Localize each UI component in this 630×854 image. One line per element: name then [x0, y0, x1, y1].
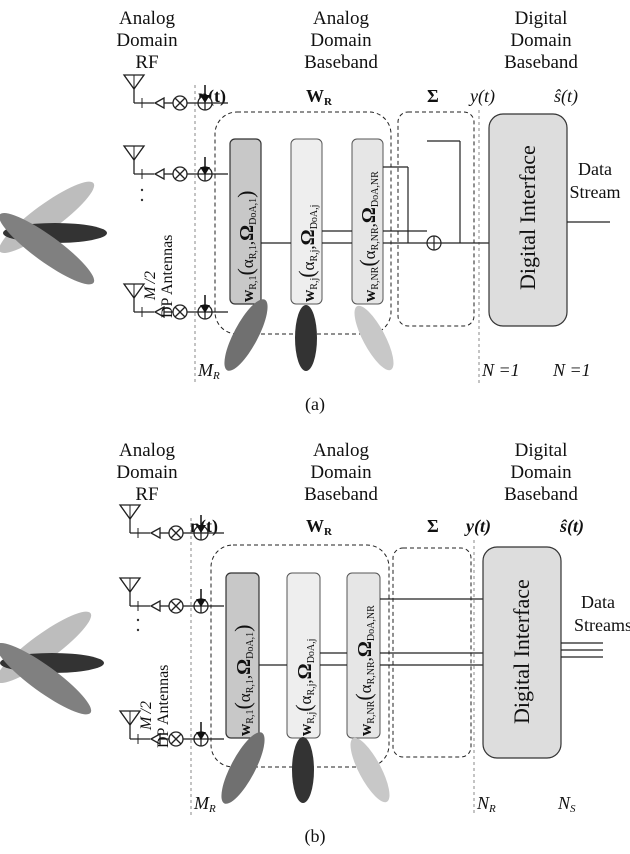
ellipsis-dot: [136, 618, 140, 622]
streams-label: Streams: [574, 615, 630, 635]
beam-lobe-j: [292, 737, 314, 803]
estimate-label: ŝ(t): [554, 86, 578, 107]
output-label: y(t): [464, 516, 491, 537]
stream-label: Stream: [570, 182, 621, 202]
ns-label: N =1: [552, 360, 591, 380]
beam-lobe-nr: [354, 305, 394, 371]
beamformer-weight-j: wR,j(αR,j,ΩDoA,j: [294, 205, 320, 302]
antenna-icon: [123, 145, 229, 182]
header-analog-rf: Analog Domain RF: [116, 8, 178, 73]
beamformer-weight-1: wR,1(αR,1,ΩDoA,1): [233, 191, 259, 302]
weights-label: WR: [306, 86, 333, 108]
antenna-icon: [119, 577, 225, 614]
header-line: Domain: [116, 462, 178, 483]
ellipsis-dot: [140, 188, 144, 192]
mr-label: MR: [193, 793, 216, 815]
estimate-label: ŝ(t): [559, 516, 584, 537]
digital-interface-label: Digital Interface: [515, 145, 540, 290]
panel-a: Analog Domain RF Analog Domain Baseband …: [0, 8, 621, 415]
beamformer-box-1: [229, 138, 262, 305]
nr-label: N =1: [481, 360, 520, 380]
header-line: RF: [135, 484, 158, 505]
beam-lobe-1: [221, 732, 265, 804]
antenna-count-label: M /2: [138, 701, 155, 731]
beamformer-weight-nr: wR,NR(αR,NR,ΩDoA,NR: [355, 171, 381, 302]
ellipsis-dot: [136, 628, 140, 632]
beamformer-weight-j: wR,j(αR,j,ΩDoA,j: [291, 639, 317, 736]
ellipsis-dot: [140, 198, 144, 202]
header-line: Digital: [515, 8, 568, 29]
digital-interface-label: Digital Interface: [509, 579, 534, 724]
header-analog-baseband: Analog Domain Baseband: [304, 8, 378, 73]
radiation-pattern: [0, 611, 104, 715]
beam-lobe-1: [224, 299, 268, 371]
header-line: Analog: [313, 8, 369, 29]
sum-label: Σ: [427, 516, 439, 536]
beamformer-box-nr: [346, 572, 381, 739]
output-label: y(t): [468, 86, 495, 107]
header-line: Baseband: [304, 484, 378, 505]
antenna-icon: [119, 710, 225, 747]
beamformer-box-1: [225, 572, 260, 739]
header-line: Digital: [515, 440, 568, 461]
weights-region: [210, 544, 390, 768]
digital-interface-box: [482, 546, 562, 759]
data-label: Data: [581, 592, 615, 612]
nr-label: NR: [476, 793, 496, 815]
header-line: Baseband: [504, 52, 578, 73]
antenna-count-label: M /2: [142, 271, 159, 301]
sum-label: Σ: [427, 86, 439, 106]
mr-label: MR: [197, 360, 220, 382]
header-digital-baseband: Digital Domain Baseband: [504, 8, 578, 73]
caption-a: (a): [305, 394, 325, 415]
header-digital-baseband: Digital Domain Baseband: [504, 440, 578, 505]
beamformer-weight-nr: wR,NR(αR,NR,ΩDoA,NR: [351, 605, 377, 736]
header-line: Baseband: [304, 52, 378, 73]
beam-lobe-j: [295, 305, 317, 371]
sum-region: [397, 111, 475, 327]
beamformer-box-j: [290, 138, 323, 305]
antenna-type-label: DP Antennas: [159, 235, 176, 318]
antenna-icon: [123, 283, 229, 320]
header-line: Baseband: [504, 484, 578, 505]
header-line: Domain: [510, 30, 572, 51]
beam-lobe-nr: [350, 737, 390, 803]
header-line: Analog: [119, 8, 175, 29]
beamformer-box-nr: [351, 138, 384, 305]
header-line: Domain: [310, 462, 372, 483]
radiation-pattern: [0, 181, 107, 285]
header-line: Domain: [116, 30, 178, 51]
data-label: Data: [578, 159, 612, 179]
ns-label: NS: [557, 793, 576, 815]
weights-label: WR: [306, 516, 333, 538]
header-analog-baseband: Analog Domain Baseband: [304, 440, 378, 505]
header-line: Domain: [510, 462, 572, 483]
beamformer-weight-1: wR,1(αR,1,ΩDoA,1): [230, 625, 256, 736]
digital-interface-box: [488, 113, 568, 327]
header-analog-rf: Analog Domain RF: [116, 440, 178, 505]
header-line: RF: [135, 52, 158, 73]
header-line: Analog: [313, 440, 369, 461]
header-line: Analog: [119, 440, 175, 461]
caption-b: (b): [305, 826, 326, 847]
antenna-type-label: DP Antennas: [155, 665, 172, 748]
panel-b: Analog Domain RF Analog Domain Baseband …: [0, 440, 630, 847]
header-line: Domain: [310, 30, 372, 51]
